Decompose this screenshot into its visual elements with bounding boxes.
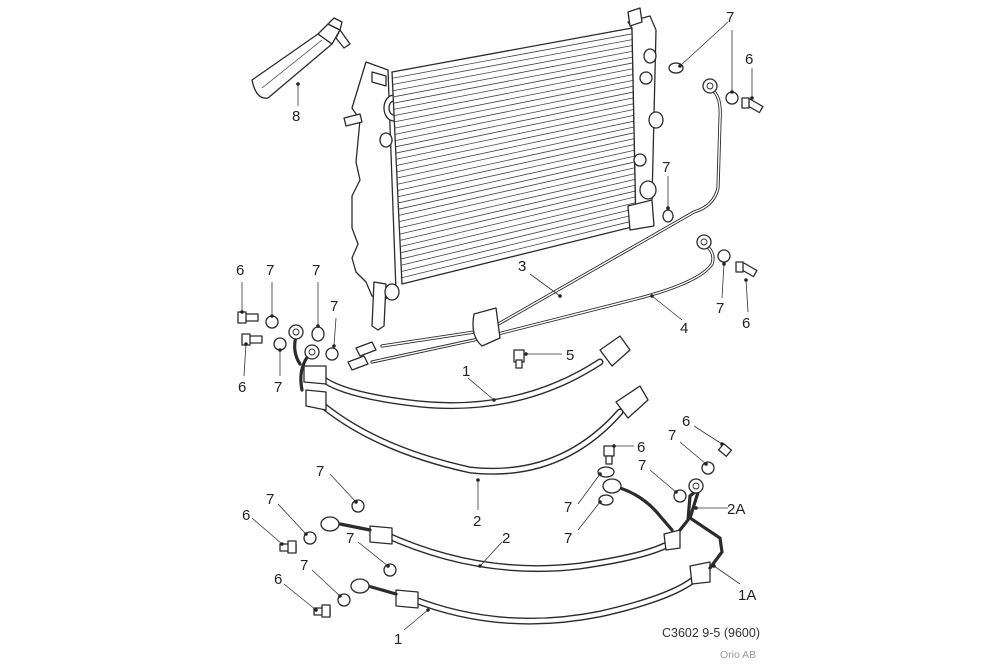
callouts: 7 6 8 7 7 6 3 4 5 6 7 7 7 6 7 1 2 6 6 7 … [236, 9, 756, 648]
part-3-pipe [380, 78, 722, 348]
radiator-fin [401, 219, 636, 279]
callout-1: 1 [394, 631, 402, 648]
radiator [343, 7, 664, 331]
radiator-lower-bracket [627, 199, 655, 231]
part-2-hose-upper [299, 344, 649, 475]
bolt [513, 349, 525, 369]
radiator-fin [392, 33, 633, 79]
radiator-fin [400, 196, 636, 254]
radiator-fin [394, 74, 634, 123]
radiator-fins [392, 33, 636, 279]
radiator-fin [393, 68, 633, 117]
radiator-core [391, 27, 637, 285]
callout-7: 7 [346, 530, 354, 547]
callout-8: 8 [292, 108, 300, 125]
callout-6: 6 [682, 413, 690, 430]
callout-6: 6 [242, 507, 250, 524]
radiator-fin [398, 167, 635, 223]
radiator-fin [392, 45, 633, 92]
callout-7: 7 [668, 427, 676, 444]
callout-7: 7 [638, 457, 646, 474]
radiator-fin [394, 80, 634, 129]
radiator-fin [392, 39, 633, 85]
radiator-fin [396, 126, 635, 179]
radiator-fin [398, 149, 635, 204]
bolt [279, 540, 297, 554]
callout-2: 2 [473, 513, 481, 530]
part-2-hose-lower [320, 478, 702, 573]
radiator-fin [399, 179, 636, 235]
bolt [735, 261, 758, 278]
part-1-hose-lower [350, 478, 724, 625]
radiator-fin [397, 138, 635, 191]
callout-7: 7 [564, 530, 572, 547]
callout-6: 6 [274, 571, 282, 588]
bolts [237, 97, 764, 618]
callout-7: 7 [300, 557, 308, 574]
radiator-fin [401, 213, 636, 272]
callout-7: 7 [266, 491, 274, 508]
callout-7: 7 [274, 379, 282, 396]
copyright-text: Orio AB [720, 649, 756, 661]
pipe-clamp [472, 307, 501, 347]
leader-dots [240, 64, 754, 612]
callout-7: 7 [716, 300, 724, 317]
bolt [603, 445, 615, 465]
radiator-fin [398, 155, 635, 210]
tank-cap [371, 71, 387, 87]
radiator-fin [396, 114, 634, 166]
radiator-fin [398, 161, 635, 216]
callout-6: 6 [742, 315, 750, 332]
diagram-reference-code: C3602 9-5 (9600) [662, 626, 760, 640]
radiator-fin [397, 132, 635, 185]
callout-7: 7 [726, 9, 734, 26]
callout-6: 6 [238, 379, 246, 396]
part-1-hose-upper [288, 324, 631, 410]
radiator-fin [396, 109, 634, 160]
bolt [313, 604, 331, 618]
callout-2A: 2A [727, 501, 745, 518]
tank-drain-stub [371, 281, 387, 331]
radiator-fin [395, 103, 634, 154]
callout-7: 7 [662, 159, 670, 176]
callout-7: 7 [564, 499, 572, 516]
callout-6: 6 [745, 51, 753, 68]
radiator-fin [395, 97, 634, 148]
bolt [741, 97, 764, 114]
callout-7: 7 [312, 262, 320, 279]
callout-1: 1 [462, 363, 470, 380]
callout-5: 5 [566, 347, 574, 364]
radiator-fin [397, 144, 635, 198]
radiator-fin [395, 91, 634, 141]
bolt [717, 443, 733, 457]
radiator-fin [401, 208, 636, 266]
callout-3: 3 [518, 258, 526, 275]
callout-6: 6 [236, 262, 244, 279]
part-8-canister [251, 17, 351, 99]
radiator-fin [399, 184, 636, 241]
bolt [237, 311, 259, 324]
callout-7: 7 [330, 298, 338, 315]
callout-6: 6 [637, 439, 645, 456]
leader-lines [241, 21, 753, 631]
radiator-fin [400, 202, 636, 260]
callout-7: 7 [266, 262, 274, 279]
radiator-fin [394, 85, 634, 135]
callout-2: 2 [502, 530, 510, 547]
radiator-fin [393, 56, 633, 104]
radiator-fin [396, 120, 634, 173]
radiator-fin [393, 50, 633, 98]
callout-1A: 1A [738, 587, 756, 604]
radiator-fin [399, 173, 636, 229]
tank-inlet-stub [343, 113, 363, 127]
radiator-fin [393, 62, 633, 110]
radiator-fin [400, 190, 636, 247]
callout-4: 4 [680, 320, 688, 337]
callout-7: 7 [316, 463, 324, 480]
